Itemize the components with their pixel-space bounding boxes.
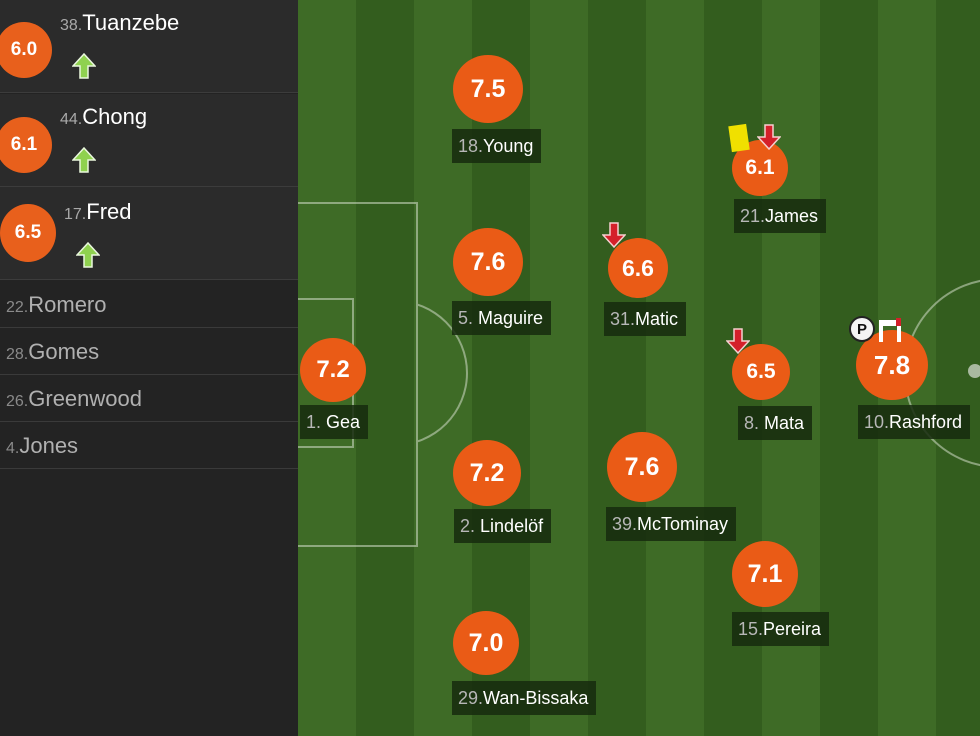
shirt-number: 17. (64, 206, 87, 223)
shirt-number: 38. (60, 17, 83, 34)
shirt-number: 21. (740, 206, 766, 226)
player-name: Maguire (478, 308, 544, 328)
player-name: James (765, 206, 819, 226)
shirt-number: 29. (458, 688, 484, 708)
player-name: Wan-Bissaka (483, 688, 589, 708)
sub-on-arrow-icon (72, 53, 96, 79)
substitute-row[interactable]: 6.0 38.Tuanzebe (0, 0, 298, 93)
player-name-text: Chong (82, 104, 148, 129)
substitutes-panel: 6.0 38.Tuanzebe 6.1 44.Chong 6.5 17.Fred… (0, 0, 298, 736)
flag-icon (879, 318, 901, 342)
rating-badge: 7.0 (453, 611, 519, 675)
player-name: Greenwood (28, 386, 142, 411)
sub-off-arrow-icon (726, 328, 750, 354)
player-name: Rashford (889, 412, 963, 432)
shirt-number: 10. (864, 412, 890, 432)
player-label: 15.Pereira (732, 612, 830, 646)
player-name: McTominay (637, 514, 729, 534)
bench-player-row[interactable]: 28.Gomes (0, 328, 298, 375)
penalty-goal-ball-icon: P (849, 316, 875, 342)
shirt-number: 1. (306, 412, 322, 432)
rating-badge: 7.1 (732, 541, 798, 607)
player-name: Jones (19, 433, 79, 458)
substitute-row[interactable]: 6.1 44.Chong (0, 94, 298, 187)
player-name: Lindelöf (480, 516, 544, 536)
bench-player-row[interactable]: 4.Jones (0, 422, 298, 469)
player-label: 18.Young (452, 129, 542, 163)
shirt-number: 8. (744, 413, 760, 433)
pitch: 7.2 1. Gea 7.5 18.Young 7.6 5. Maguire 7… (298, 0, 980, 736)
bench-player-row[interactable]: 26.Greenwood (0, 375, 298, 422)
rating-badge: 7.2 (300, 338, 366, 402)
shirt-number: 22. (6, 299, 29, 316)
player-name: 44.Chong (60, 104, 147, 130)
player-label: 31.Matic (604, 302, 687, 336)
player-name-text: Tuanzebe (82, 10, 180, 35)
player-name: Matic (635, 309, 679, 329)
shirt-number: 18. (458, 136, 484, 156)
player-label: 5. Maguire (452, 301, 552, 335)
player-label: 10.Rashford (858, 405, 971, 439)
player-name: Mata (764, 413, 805, 433)
bench-player-row[interactable]: 22.Romero (0, 281, 298, 328)
player-label: 39.McTominay (606, 507, 737, 541)
player-label: 29.Wan-Bissaka (452, 681, 597, 715)
rating-badge: 7.6 (607, 432, 677, 502)
shirt-number: 26. (6, 393, 29, 410)
shirt-number: 28. (6, 346, 29, 363)
shirt-number: 44. (60, 111, 83, 128)
shirt-number: 15. (738, 619, 764, 639)
shirt-number: 5. (458, 308, 474, 328)
sub-off-arrow-icon (602, 222, 626, 248)
center-spot (968, 364, 980, 378)
player-label: 21.James (734, 199, 827, 233)
player-label: 8. Mata (738, 406, 813, 440)
shirt-number: 31. (610, 309, 636, 329)
player-name: Pereira (763, 619, 822, 639)
rating-badge: 6.5 (732, 344, 790, 400)
shirt-number: 2. (460, 516, 476, 536)
sub-off-arrow-icon (757, 124, 781, 150)
shirt-number: 39. (612, 514, 638, 534)
player-name: Young (483, 136, 534, 156)
substitute-row[interactable]: 6.5 17.Fred (0, 187, 298, 280)
player-name: 38.Tuanzebe (60, 10, 179, 36)
player-name: Romero (28, 292, 107, 317)
rating-badge: 7.2 (453, 440, 521, 506)
rating-badge: 6.5 (0, 204, 56, 262)
penalty-box-line (298, 202, 418, 547)
rating-badge: 7.8 (856, 330, 928, 400)
player-name: Gea (326, 412, 361, 432)
player-name: 17.Fred (64, 199, 132, 225)
player-name: Gomes (28, 339, 100, 364)
shirt-number: 4. (6, 440, 20, 457)
player-label: 2. Lindelöf (454, 509, 552, 543)
rating-badge: 7.5 (453, 55, 523, 123)
rating-badge: 7.6 (453, 228, 523, 296)
player-name-text: Fred (86, 199, 132, 224)
rating-badge: 6.6 (608, 238, 668, 298)
player-label: 1. Gea (300, 405, 369, 439)
rating-badge: 6.1 (0, 117, 52, 173)
rating-badge: 6.0 (0, 22, 52, 78)
sub-on-arrow-icon (72, 147, 96, 173)
yellow-card-icon (728, 123, 750, 153)
sub-on-arrow-icon (76, 242, 100, 268)
